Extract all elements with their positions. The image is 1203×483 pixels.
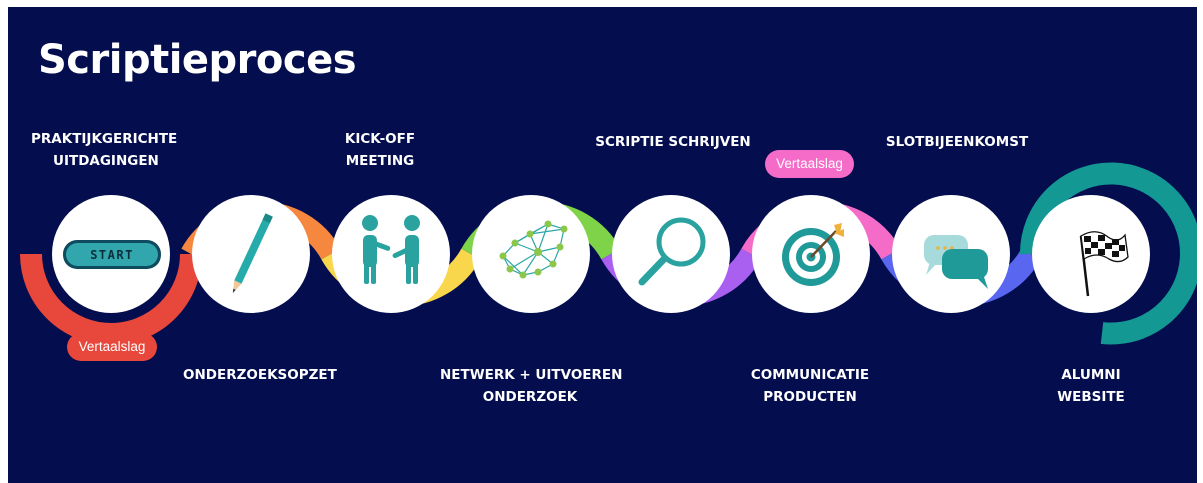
people-icon xyxy=(362,215,420,284)
checkered-flag-icon xyxy=(1079,231,1129,297)
vertaalslag-badge-2: Vertaalslag xyxy=(765,150,854,178)
circle-3 xyxy=(332,195,450,313)
network-icon xyxy=(499,220,568,279)
label-communicatie: COMMUNICATIE PRODUCTEN xyxy=(750,367,870,405)
page-title: Scriptieproces xyxy=(38,37,357,83)
start-button-icon: START xyxy=(63,240,161,269)
label-slotbijeenkomst: SLOTBIJEENKOMST xyxy=(885,134,1029,150)
label-praktijkgerichte: PRAKTIJKGERICHTE UITDAGINGEN xyxy=(31,131,178,169)
circle-4 xyxy=(472,195,590,313)
vertaalslag-badge-1: Vertaalslag xyxy=(67,333,157,361)
label-onderzoeksopzet: ONDERZOEKSOPZET xyxy=(183,367,337,383)
start-label: START xyxy=(90,248,134,262)
chat-bubbles-icon xyxy=(924,235,988,289)
label-netwerk: NETWERK + UITVOEREN ONDERZOEK xyxy=(440,367,623,405)
magnifier-icon xyxy=(638,217,706,286)
pencil-icon xyxy=(232,213,273,293)
process-diagram: Scriptieproces START xyxy=(8,7,1197,483)
label-kickoff: KICK-OFF MEETING xyxy=(344,131,416,169)
arc-teal xyxy=(1019,162,1197,345)
timeline-graphic: START xyxy=(20,162,1197,345)
label-scriptie-schrijven: SCRIPTIE SCHRIJVEN xyxy=(595,134,751,150)
label-alumni: ALUMNI WEBSITE xyxy=(1057,367,1125,405)
target-icon xyxy=(782,223,844,286)
